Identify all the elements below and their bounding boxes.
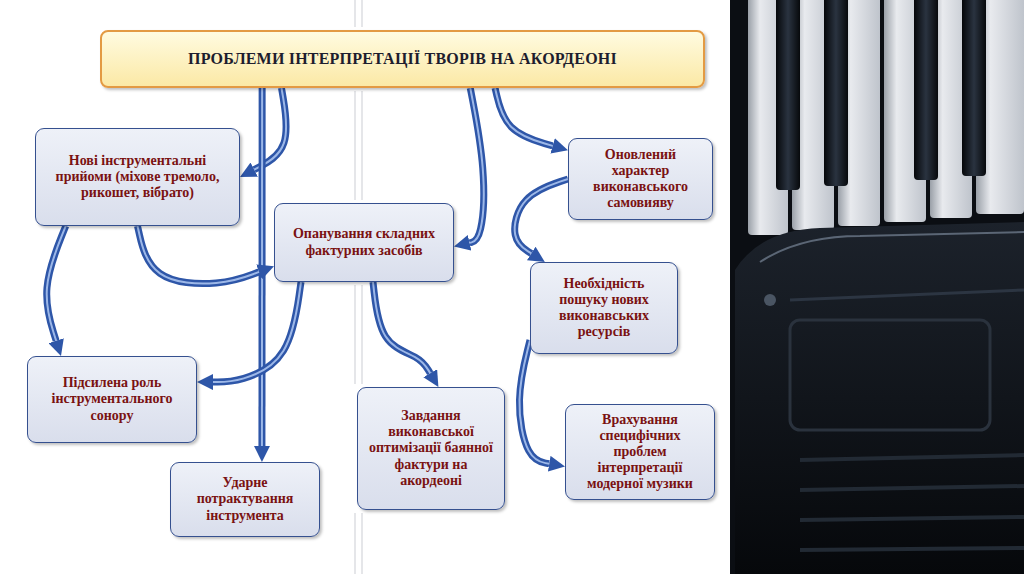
divider-line — [354, 0, 355, 27]
arrow-highlight — [213, 282, 301, 382]
topic-box: Нові інструментальні прийоми (міхове тре… — [35, 128, 240, 226]
arrow-body — [258, 88, 265, 446]
box-text: Необхідність пошуку нових виконавських р… — [539, 276, 669, 340]
arrow-highlight — [470, 88, 484, 243]
box-text: ПРОБЛЕМИ ІНТЕРПРЕТАЦІЇ ТВОРІВ НА АКОРДЕО… — [188, 50, 617, 68]
arrow-body — [515, 179, 568, 253]
arrow-body — [495, 88, 553, 146]
curved-arrow — [138, 226, 260, 284]
divider-line — [361, 0, 362, 27]
curved-arrow — [470, 88, 484, 243]
curved-arrow — [373, 282, 430, 373]
arrow-highlight — [495, 88, 553, 146]
curved-arrow — [261, 88, 262, 446]
divider-line — [354, 513, 355, 574]
box-text: Врахування специфічних проблем інтерпрет… — [574, 412, 706, 492]
topic-box: Ударне потрактування інструмента — [170, 462, 320, 537]
arrow-body — [519, 340, 549, 464]
box-text: Опанування складних фактурних засобів — [283, 226, 445, 258]
divider-line — [361, 285, 362, 384]
topic-box: Оновлений характер виконавського самовия… — [568, 138, 713, 220]
curved-arrow — [213, 282, 301, 382]
topic-box: Опанування складних фактурних засобів — [274, 203, 454, 282]
divider-line — [361, 91, 362, 200]
curved-arrow — [515, 179, 568, 253]
arrow-body — [138, 226, 260, 284]
box-text: Нові інструментальні прийоми (міхове тре… — [44, 153, 231, 201]
divider-line — [354, 285, 355, 384]
topic-box: Врахування специфічних проблем інтерпрет… — [565, 404, 715, 500]
curved-arrow — [495, 88, 553, 146]
arrow-highlight — [519, 340, 549, 464]
divider-line — [354, 91, 355, 200]
arrow-highlight — [373, 282, 430, 373]
arrow-highlight — [47, 226, 66, 341]
arrow-highlight — [515, 179, 568, 253]
box-text: Підсилена роль інструментального сонору — [36, 375, 188, 423]
arrow-highlight — [261, 88, 263, 446]
box-text: Оновлений характер виконавського самовия… — [577, 147, 704, 211]
arrow-body — [47, 226, 66, 341]
box-text: Завдання виконавської оптимізації баянно… — [366, 408, 496, 488]
arrow-body — [373, 282, 430, 373]
heading-box: ПРОБЛЕМИ ІНТЕРПРЕТАЦІЇ ТВОРІВ НА АКОРДЕО… — [100, 30, 705, 88]
curved-arrow — [519, 340, 549, 464]
topic-box: Завдання виконавської оптимізації баянно… — [357, 387, 505, 510]
arrow-highlight — [138, 226, 260, 284]
box-text: Ударне потрактування інструмента — [179, 475, 311, 523]
arrow-body — [213, 282, 301, 382]
arrow-body — [470, 88, 484, 243]
topic-box: Підсилена роль інструментального сонору — [27, 356, 197, 443]
divider-line — [361, 513, 362, 574]
curved-arrow — [47, 226, 66, 341]
topic-box: Необхідність пошуку нових виконавських р… — [530, 262, 678, 354]
